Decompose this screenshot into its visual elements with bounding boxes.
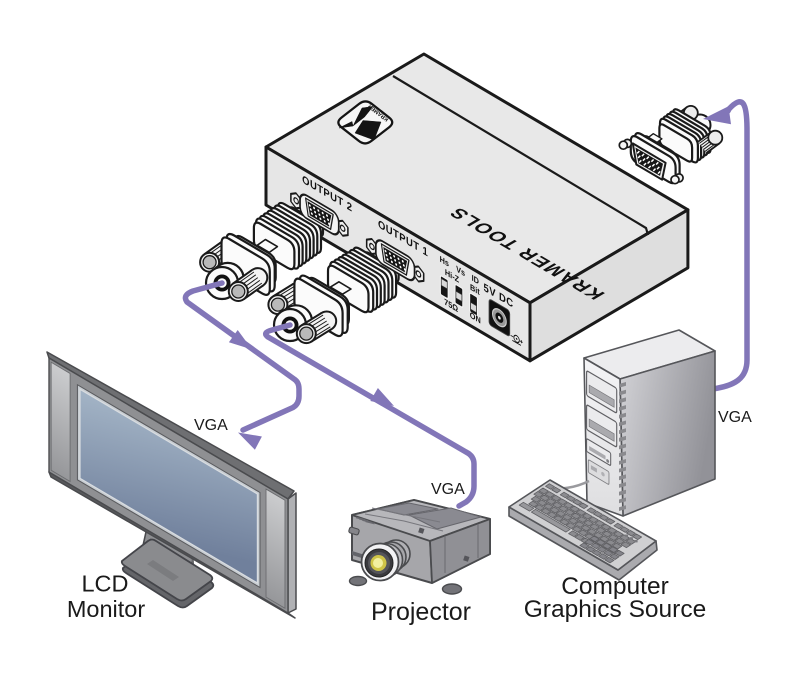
svg-text:Projector: Projector — [371, 598, 471, 626]
svg-text:Hs: Hs — [440, 253, 450, 269]
svg-text:ID: ID — [472, 272, 479, 286]
svg-text:Graphics Source: Graphics Source — [524, 596, 706, 623]
svg-text:ON: ON — [470, 309, 481, 325]
svg-text:Monitor: Monitor — [67, 596, 146, 622]
svg-text:VGA: VGA — [194, 417, 228, 434]
svg-text:VGA: VGA — [431, 481, 465, 498]
svg-text:Computer: Computer — [561, 573, 669, 600]
svg-text:VGA: VGA — [718, 409, 752, 426]
svg-text:LCD: LCD — [81, 571, 128, 597]
svg-text:Vs: Vs — [456, 263, 465, 278]
svg-text:Bit: Bit — [470, 281, 480, 297]
